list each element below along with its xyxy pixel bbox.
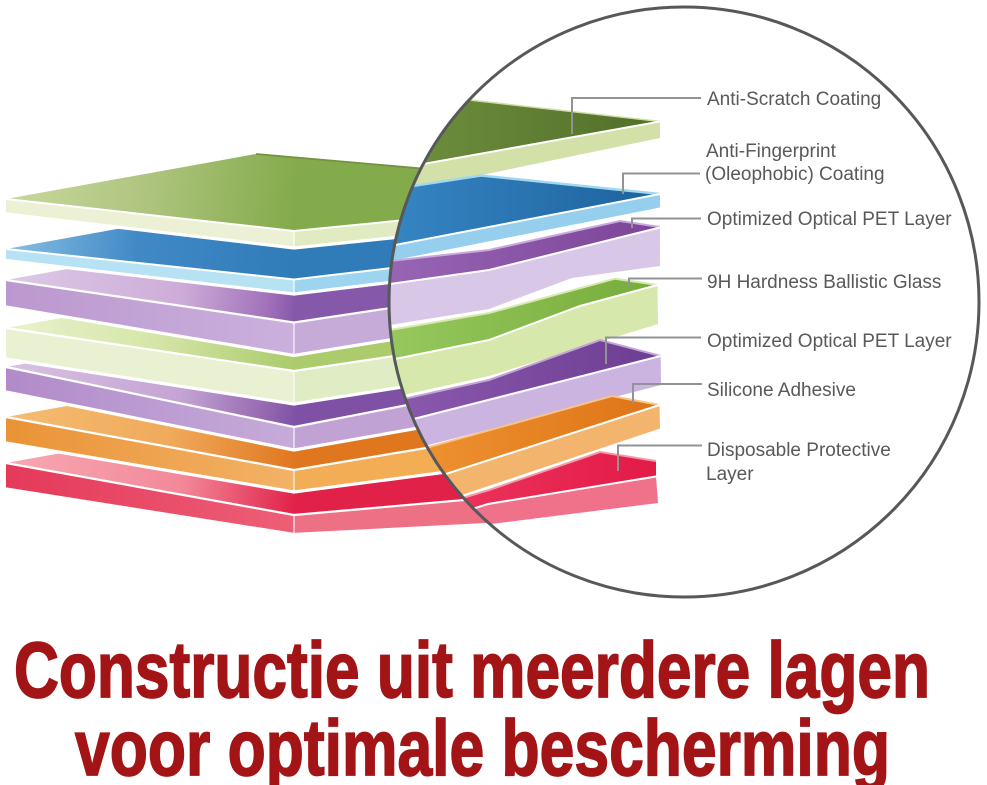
svg-text:9H Hardness Ballistic Glass: 9H Hardness Ballistic Glass <box>707 272 941 293</box>
svg-text:(Oleophobic) Coating: (Oleophobic) Coating <box>705 164 885 185</box>
svg-text:Anti-Scratch Coating: Anti-Scratch Coating <box>707 89 881 110</box>
svg-text:Silicone Adhesive: Silicone Adhesive <box>707 380 856 401</box>
svg-text:Layer: Layer <box>706 464 754 485</box>
svg-text:Anti-Fingerprint: Anti-Fingerprint <box>706 141 837 162</box>
svg-text:Optimized Optical PET Layer: Optimized Optical PET Layer <box>707 331 952 352</box>
svg-text:voor optimale bescherming: voor optimale bescherming <box>75 703 890 785</box>
svg-text:Constructie uit meerdere lagen: Constructie uit meerdere lagen <box>14 625 930 714</box>
svg-text:Disposable Protective: Disposable Protective <box>707 440 891 461</box>
svg-text:Optimized Optical PET Layer: Optimized Optical PET Layer <box>707 209 952 230</box>
